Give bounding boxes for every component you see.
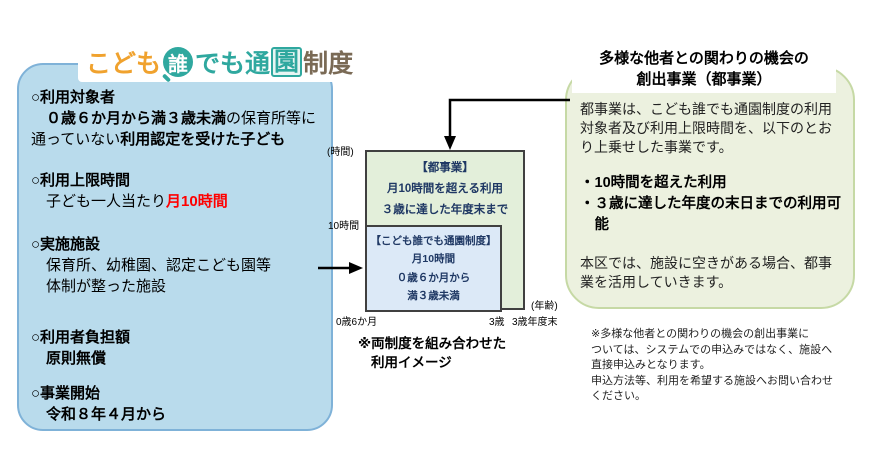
- metro-bullets: ・10時間を超えた利用 ・３歳に達した年度の末日までの利用可能: [580, 173, 844, 236]
- section-usage-limit: ○利用上限時間 子ども一人当たり月10時間: [31, 170, 319, 212]
- x-tick-3y-fiscal-end: 3歳年度末: [512, 317, 558, 328]
- note-line2: ついては、システムでの申込みではなく、施設へ: [591, 343, 833, 356]
- caption-line1: ※両制度を組み合わせた: [358, 336, 507, 351]
- inner-box-line3: ０歳６か月から: [396, 271, 471, 284]
- note-line4: 申込方法等、利用を希望する施設へお問い合わせ: [591, 374, 833, 387]
- magnifier-icon: 誰: [163, 47, 194, 77]
- metro-program-panel: [565, 66, 855, 309]
- metro-closing-text: 本区では、施設に空きがある場合、都事業を活用していきます。: [580, 255, 832, 290]
- inner-box-line2: 月10時間: [411, 253, 456, 265]
- program-logo: こども誰でも通園制度: [78, 42, 362, 82]
- section-body: ０歳６か月から満３歳未満の保育所等に通っていない利用認定を受けた子ども: [31, 108, 319, 150]
- caption-line2: 利用イメージ: [371, 355, 452, 370]
- facilities-line2: 体制が整った施設: [46, 278, 167, 295]
- x-axis-unit-label: (年齢): [531, 301, 558, 312]
- metro-intro-text: 都事業は、こども誰でも通園制度の利用対象者及び利用上限時間を、以下のとおり上乗せ…: [580, 101, 832, 155]
- section-target-users: ○利用対象者 ０歳６か月から満３歳未満の保育所等に通っていない利用認定を受けた子…: [31, 87, 319, 150]
- section-user-fee: ○利用者負担額 原則無償: [31, 327, 319, 369]
- metro-title-line2: 創出事業（都事業）: [636, 71, 772, 88]
- outer-box-line3: ３歳に達した年度末まで: [381, 204, 509, 216]
- metro-program-content: 都事業は、こども誰でも通園制度の利用対象者及び利用上限時間を、以下のとおり上乗せ…: [580, 100, 844, 292]
- metro-bullet-over-10h: ・10時間を超えた利用: [580, 175, 727, 191]
- note-line1: ※多様な他者との関わりの機会の創出事業に: [591, 328, 810, 340]
- section-body: 保育所、幼稚園、認定こども園等 体制が整った施設: [31, 255, 319, 297]
- limit-hours-highlight: 月10時間: [166, 193, 228, 210]
- target-condition: の保育所等に通っていない: [31, 110, 317, 148]
- section-heading: ○実施施設: [31, 236, 101, 253]
- application-notes: ※多様な他者との関わりの機会の創出事業に ついては、システムでの申込みではなく、…: [591, 327, 877, 405]
- start-date-body: 令和８年４月から: [46, 406, 167, 423]
- target-age-range: ０歳６か月から満３歳未満: [46, 110, 227, 127]
- logo-text-dare: 誰: [168, 53, 189, 76]
- kodomo-program-region-box: 【こども誰でも通園制度】 月10時間 ０歳６か月から 満３歳未満: [365, 225, 502, 312]
- section-body: 子ども一人当たり月10時間: [31, 191, 319, 212]
- y-axis-unit-label: (時間): [327, 147, 354, 158]
- section-heading: ○利用上限時間: [31, 172, 131, 189]
- metro-bullet-until-fiscal-end: ・３歳に達した年度の末日までの利用可能: [580, 196, 841, 233]
- section-start-date: ○事業開始 令和８年４月から: [31, 383, 319, 425]
- x-tick-0y6m: 0歳6か月: [336, 317, 378, 328]
- x-tick-3years: 3歳: [489, 317, 505, 328]
- facilities-line1: 保育所、幼稚園、認定こども園等: [46, 257, 272, 274]
- target-certified: 利用認定を受けた子ども: [120, 131, 286, 148]
- logo-text-seido: 制度: [303, 50, 354, 78]
- section-heading: ○事業開始: [31, 385, 101, 402]
- program-overview-panel: ○利用対象者 ０歳６か月から満３歳未満の保育所等に通っていない利用認定を受けた子…: [17, 63, 333, 431]
- connector-green-panel-to-outer-box: [444, 98, 570, 150]
- inner-box-line4: 満３歳未満: [407, 290, 460, 302]
- metro-title-line1: 多様な他者との関わりの機会の: [599, 50, 809, 67]
- logo-text-en-boxed: 園: [271, 46, 303, 78]
- limit-per-child: 子ども一人当たり: [46, 193, 167, 210]
- logo-text-demo: でも: [195, 50, 246, 78]
- logo-text-tsu: 通: [245, 50, 271, 78]
- logo-text-kodomo: こども: [86, 50, 162, 78]
- inner-box-line1: 【こども誰でも通園制度】: [370, 234, 497, 247]
- metro-program-region-label: 【都事業】 月10時間を超える利用 ３歳に達した年度末まで: [365, 158, 525, 221]
- diagram-caption: ※両制度を組み合わせた 利用イメージ: [358, 334, 538, 372]
- outer-box-line1: 【都事業】: [416, 162, 474, 174]
- note-line5: ください。: [591, 390, 646, 402]
- metro-program-title: 多様な他者との関わりの機会の 創出事業（都事業）: [572, 45, 836, 93]
- section-heading: ○利用者負担額: [31, 329, 131, 346]
- section-heading: ○利用対象者: [31, 89, 116, 106]
- fee-body: 原則無償: [46, 350, 107, 367]
- section-facilities: ○実施施設 保育所、幼稚園、認定こども園等 体制が整った施設: [31, 234, 319, 297]
- note-line3: 直接申込みとなります。: [591, 359, 711, 371]
- outer-box-line2: 月10時間を超える利用: [387, 183, 503, 195]
- y-tick-10hours: 10時間: [328, 221, 360, 232]
